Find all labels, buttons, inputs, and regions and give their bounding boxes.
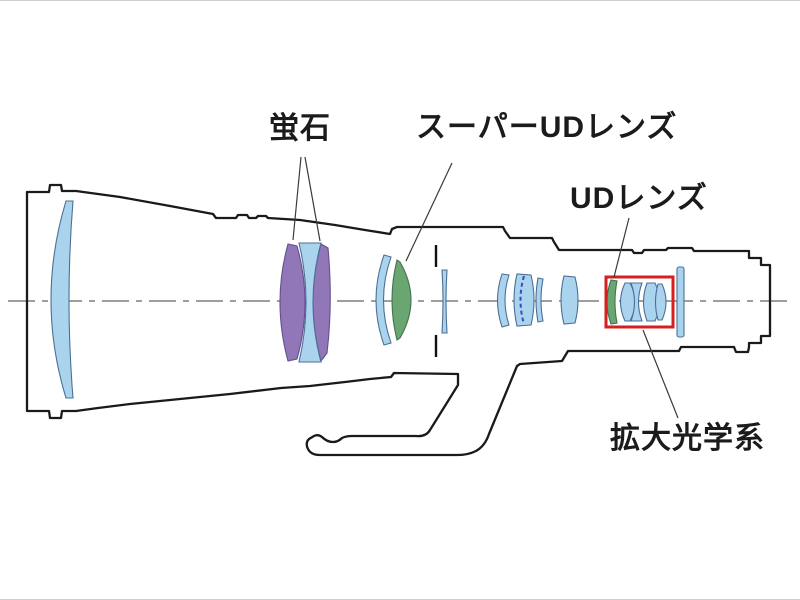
rear-thin-meniscus: [535, 277, 544, 323]
super-ud-group: [375, 254, 412, 346]
thin-mid-element: [441, 269, 448, 334]
leader-fluorite-left: [292, 156, 302, 241]
frame-top-line: [0, 0, 800, 1]
leader-magnifier: [642, 329, 679, 419]
leader-ud: [613, 217, 630, 278]
magnifier-element-2: [630, 282, 643, 322]
rear-meniscus-element: [496, 273, 510, 328]
leader-fluorite-right: [304, 156, 321, 242]
magnifier-highlight-box: [604, 275, 675, 329]
ud-lens: [606, 279, 618, 325]
rear-doublet: [513, 273, 535, 327]
magnifier-group: [604, 275, 675, 329]
label-super-ud: スーパーUDレンズ: [416, 111, 678, 144]
label-ud: UDレンズ: [570, 182, 708, 215]
barrel-outline: [25, 183, 772, 457]
leader-super-ud: [405, 162, 453, 262]
label-fluorite: 蛍石: [269, 112, 331, 145]
fluorite-lens-group: [279, 242, 331, 363]
rear-middle-group: [496, 273, 579, 328]
fluorite-element-front: [279, 243, 306, 362]
front-lens-element: [50, 200, 74, 399]
super-ud-companion-lens: [375, 254, 392, 346]
fluorite-cemented-blue-element: [298, 242, 322, 363]
magnifier-element-4: [654, 283, 667, 321]
label-magnifier: 拡大光学系: [610, 422, 765, 455]
rear-biconvex-element: [560, 275, 579, 325]
rear-flat-filter: [676, 266, 685, 338]
super-ud-lens: [391, 259, 412, 341]
doublet-cemented-surface: [519, 275, 525, 325]
